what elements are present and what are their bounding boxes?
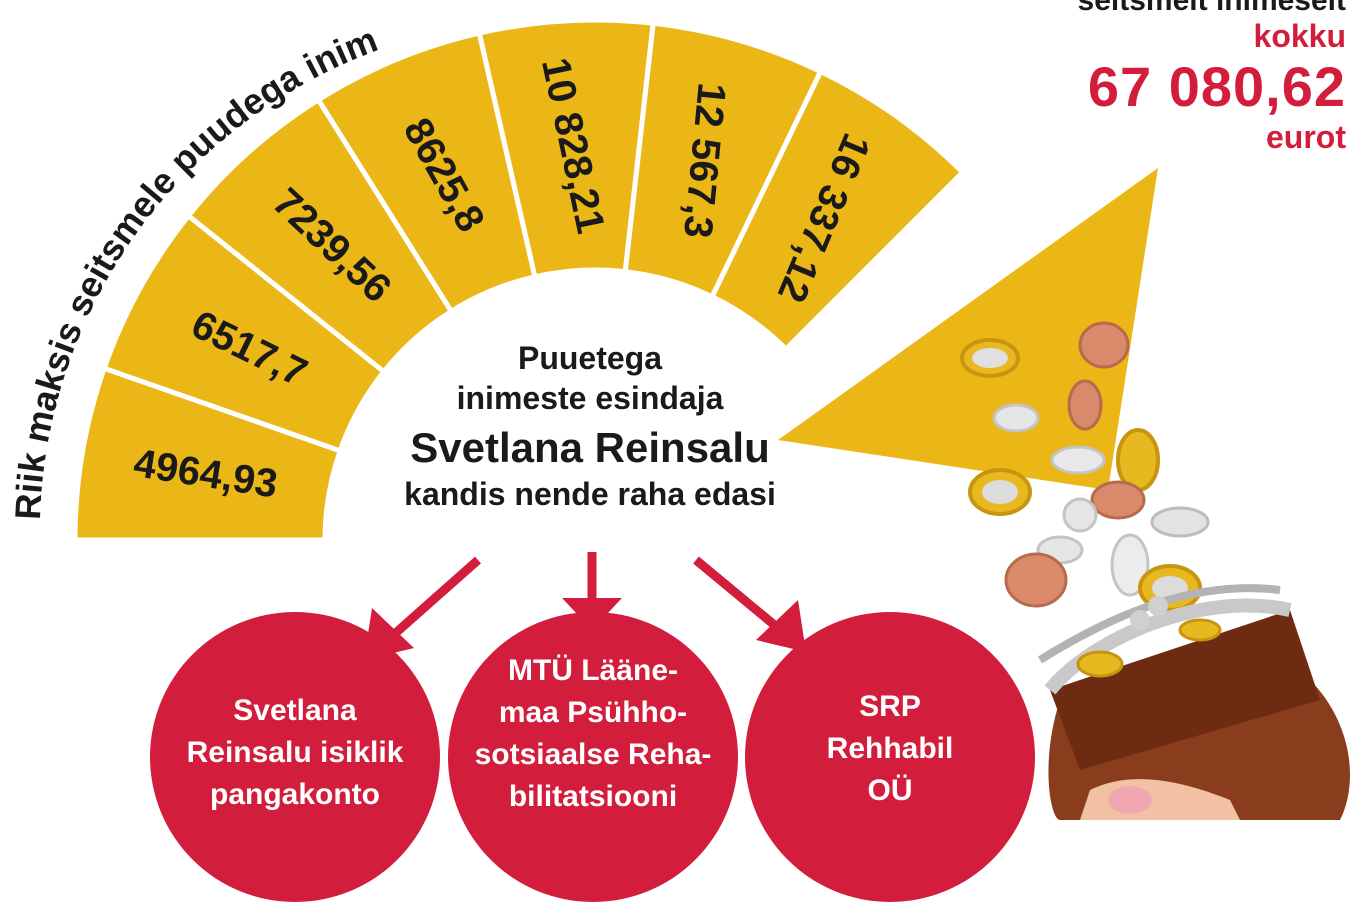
caption-line-4: kandis nende raha edasi <box>404 476 776 512</box>
recipient-circle-3: SRP Rehhabil OÜ <box>745 612 1035 902</box>
caption-line-1: Puuetega <box>517 340 663 376</box>
recipient-label-1: Svetlana Reinsalu isiklik pangakonto <box>186 694 404 811</box>
total-block: seitsmelt inimeselt kokku 67 080,62 euro… <box>1078 0 1346 156</box>
recipient-label-3: SRP Rehhabil OÜ <box>826 690 954 807</box>
recipient-circle-2: MTÜ Lääne- maa Psühho- sotsiaalse Reha- … <box>448 612 738 902</box>
center-caption: Puuetega inimeste esindaja Svetlana Rein… <box>330 338 850 514</box>
representative-name: Svetlana Reinsalu <box>410 424 770 471</box>
arc-segment-7 <box>708 68 967 353</box>
recipient-circle-1: Svetlana Reinsalu isiklik pangakonto <box>150 612 440 902</box>
falling-coins-icon <box>960 321 1210 612</box>
arrow-to-recipient-3 <box>693 556 806 652</box>
total-unit: eurot <box>1266 119 1346 155</box>
total-top-line: seitsmelt inimeselt <box>1077 0 1346 17</box>
caption-line-2: inimeste esindaja <box>456 380 724 416</box>
purse-icon <box>1037 584 1350 820</box>
money-funnel <box>778 168 1158 490</box>
total-label: kokku <box>1253 18 1346 54</box>
total-sum: 67 080,62 <box>1087 55 1346 118</box>
recipient-label-2: MTÜ Lääne- maa Psühho- sotsiaalse Reha- … <box>474 654 712 813</box>
